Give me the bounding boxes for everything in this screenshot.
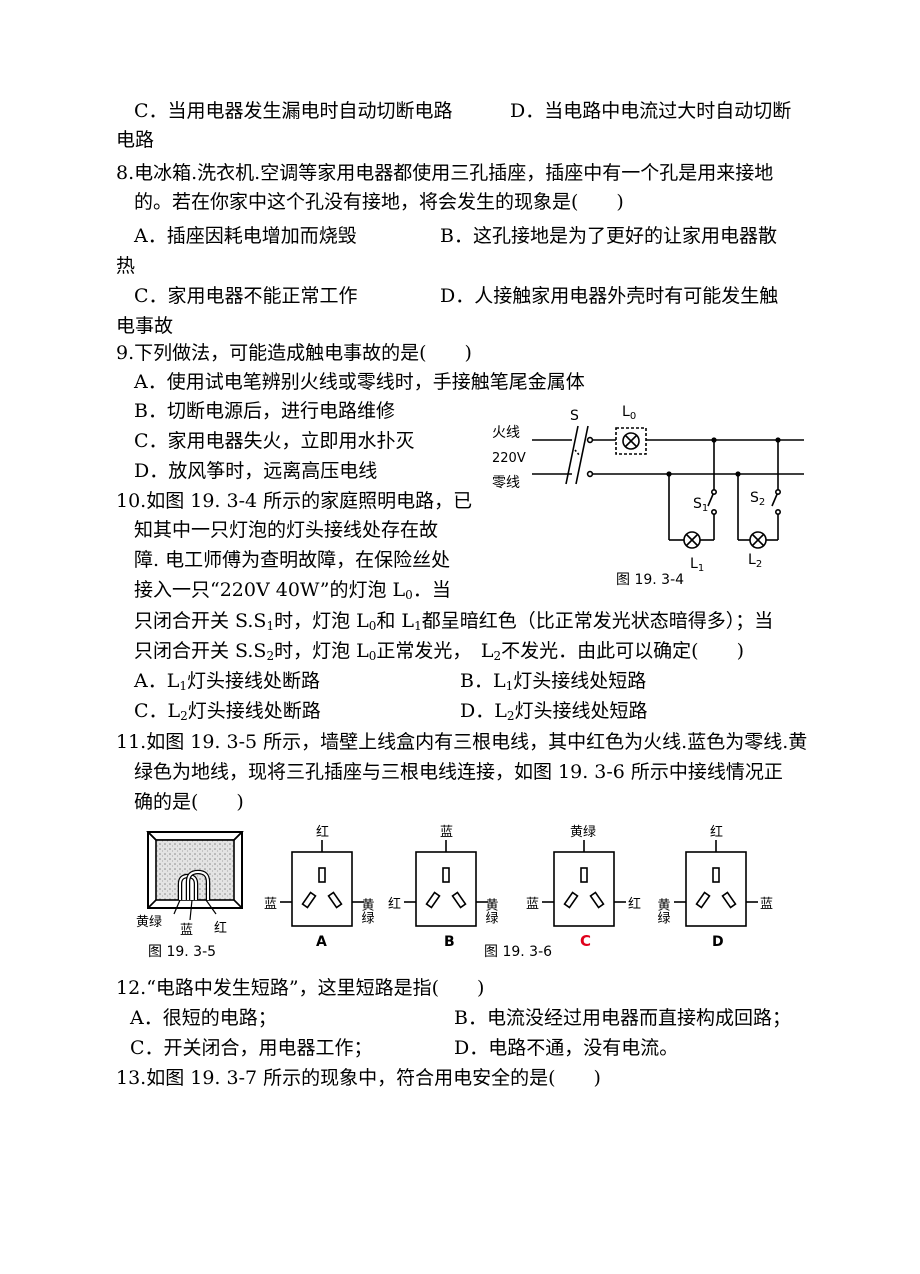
q10-option-c: C．L2灯头接线处断路 [134,700,321,723]
q10-option-d: D．L2灯头接线处短路 [460,700,648,723]
q12-option-d: D．电路不通，没有电流。 [454,1037,679,1059]
main-switch-label: S [570,408,579,424]
socket-a-right-label: 黄绿 [359,898,375,924]
socket-c-left-label: 蓝 [526,897,539,912]
q10-option-a: A．L1灯头接线处断路 [134,670,320,693]
socket-b-right-label: 黄绿 [483,898,499,924]
q8-option-a: A．插座因耗电增加而烧毁 [134,225,357,247]
socket-a-letter: A [316,934,327,950]
q9-stem: 9.下列做法，可能造成触电事故的是( ) [116,342,472,364]
socket-d-right-label: 蓝 [760,897,773,912]
q9-option-a: A．使用试电笔辨别火线或零线时，手接触笔尾金属体 [134,371,585,393]
q10-stem-line1: 10.如图 19. 3-4 所示的家庭照明电路，已 [116,490,473,512]
wall-box-figure [146,831,244,921]
q9-option-d: D．放风筝时，远离高压电线 [134,460,378,482]
figure-caption-19-3-5: 图 19. 3-5 [148,944,216,960]
lamp-l1-label: L1 [690,556,704,574]
q12-option-c: C．开关闭合，用电器工作； [130,1037,373,1059]
q8-option-b-cont: 热 [116,255,136,277]
socket-d [674,840,758,927]
q8-stem-line1: 8.电冰箱.洗衣机.空调等家用电器都使用三孔插座，插座中有一个孔是用来接地 [116,162,774,184]
socket-wiring-figures: 黄绿 蓝 红 图 19. 3-5 红 蓝 黄绿 A 蓝 红 黄绿 B 黄绿 蓝 [136,824,773,960]
circuit-diagram-figure: 火线 220V 零线 S L0 S1 S2 L1 L2 图 19. 3-4 [492,404,804,588]
q8-option-b: B．这孔接地是为了更好的让家用电器散 [440,225,777,247]
q12-option-b: B．电流没经过用电器而直接构成回路； [454,1007,791,1029]
socket-b-letter: B [444,934,455,950]
box-wire-yellowgreen-label: 黄绿 [136,915,162,930]
q8-option-d: D．人接触家用电器外壳时有可能发生触 [440,285,779,307]
q12-stem: 12.“电路中发生短路”，这里短路是指( ) [116,977,485,999]
q7-option-c: C．当用电器发生漏电时自动切断电路 [134,100,453,122]
socket-b-left-label: 红 [388,896,401,912]
q9-option-c: C．家用电器失火，立即用水扑灭 [134,430,415,452]
socket-b-top-label: 蓝 [440,825,453,840]
q10-stem-line2: 知其中一只灯泡的灯头接线处存在故 [134,519,439,541]
box-wire-red-label: 红 [214,920,227,936]
socket-a-top-label: 红 [316,824,329,840]
q10-stem-line6: 只闭合开关 S.S2时，灯泡 L0正常发光， L2不发光．由此可以确定( ) [134,640,744,663]
socket-d-left-label: 黄绿 [655,898,671,924]
socket-b [404,840,488,927]
neutral-wire-label: 零线 [492,475,520,491]
q10-stem-line3: 障. 电工师傅为查明故障，在保险丝处 [134,549,451,571]
q7-option-d: D．当电路中电流过大时自动切断 [510,100,792,122]
socket-c-right-label: 红 [628,896,641,912]
switch-s1-label: S1 [693,496,708,514]
q8-option-d-cont: 电事故 [116,315,174,337]
socket-c-top-label: 黄绿 [570,825,596,840]
q7-option-d-cont: 电路 [116,129,155,151]
q8-stem-line2: 的。若在你家中这个孔没有接地，将会发生的现象是( ) [134,191,624,213]
q10-stem-line5: 只闭合开关 S.S1时，灯泡 L0和 L1都呈暗红色（比正常发光状态暗得多）；当 [134,610,774,633]
voltage-label: 220V [492,451,526,466]
q9-option-b: B．切断电源后，进行电路维修 [134,400,395,422]
socket-a-left-label: 蓝 [264,897,277,912]
socket-d-top-label: 红 [710,824,723,840]
figure-caption-19-3-6: 图 19. 3-6 [484,944,552,960]
q11-stem-line1: 11.如图 19. 3-5 所示，墙壁上线盒内有三根电线，其中红色为火线.蓝色为… [116,731,808,753]
socket-c [542,840,626,927]
q11-stem-line3: 确的是( ) [134,791,244,813]
switch-s2-label: S2 [750,490,765,508]
socket-a [280,840,364,927]
socket-c-letter: C [580,932,591,950]
q11-stem-line2: 绿色为地线，现将三孔插座与三根电线连接，如图 19. 3-6 所示中接线情况正 [134,761,783,783]
q10-option-b: B．L1灯头接线处短路 [460,670,647,693]
live-wire-label: 火线 [492,425,520,441]
q10-stem-line4: 接入一只“220V 40W”的灯泡 L0．当 [134,579,451,602]
figure-caption-19-3-4: 图 19. 3-4 [616,572,684,588]
q13-stem: 13.如图 19. 3-7 所示的现象中，符合用电安全的是( ) [116,1067,601,1089]
q8-option-c: C．家用电器不能正常工作 [134,285,358,307]
lamp-l2-label: L2 [748,552,762,570]
lamp-l0-label: L0 [622,404,636,422]
box-wire-blue-label: 蓝 [180,923,193,938]
socket-d-letter: D [712,934,724,950]
q12-option-a: A．很短的电路； [130,1007,277,1029]
